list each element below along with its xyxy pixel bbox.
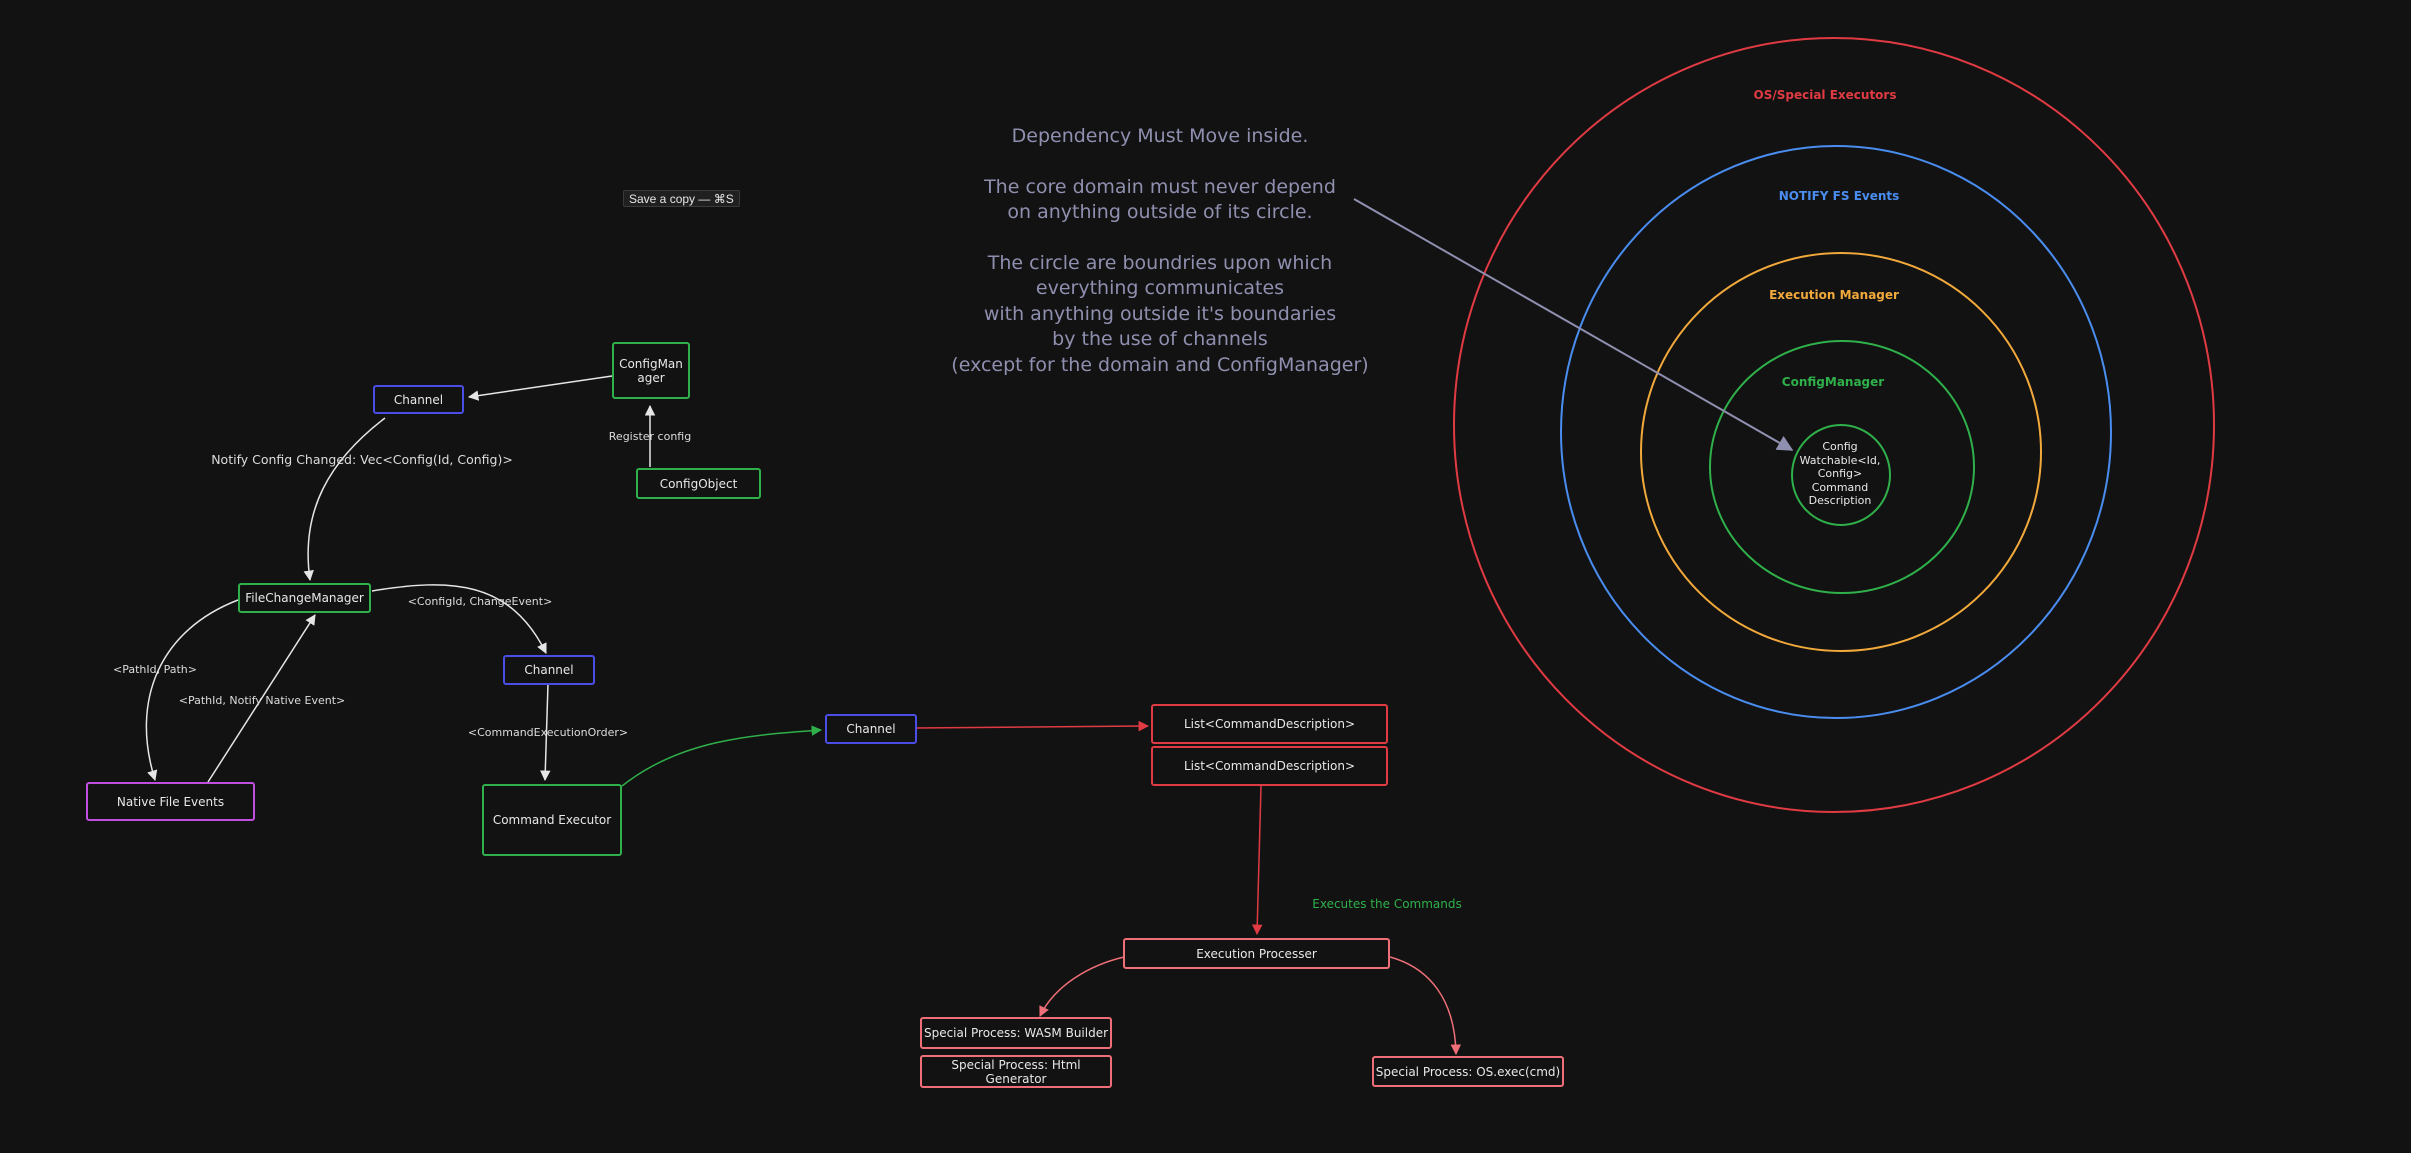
node-list-command-description-1[interactable]: List<CommandDescription> [1151,704,1388,744]
node-special-html-generator[interactable]: Special Process: Html Generator [920,1055,1112,1088]
node-native-file-events[interactable]: Native File Events [86,782,255,821]
node-special-os-exec[interactable]: Special Process: OS.exec(cmd) [1372,1056,1564,1087]
arrow-fcm-to-native [145,599,239,782]
arrow-executor-to-channel [621,725,823,787]
arrow-fcm-to-channel [371,584,547,654]
save-copy-button[interactable]: Save a copy — ⌘S [623,190,740,207]
label-pathid-path: <PathId, Path> [113,663,197,676]
node-config-manager[interactable]: ConfigMan ager [612,342,690,399]
arrow-list-to-processer [1252,785,1263,936]
ring-label-execution-manager: Execution Manager [1769,288,1899,302]
note-arrow [1353,198,1794,451]
label-notify-config-changed: Notify Config Changed: Vec<Config(Id, Co… [211,452,513,467]
node-channel-top[interactable]: Channel [373,385,464,414]
arrow-native-to-fcm [207,614,316,783]
ring-label-notify-fs: NOTIFY FS Events [1778,189,1900,203]
node-channel-right[interactable]: Channel [825,714,917,744]
arrow-processer-to-wasm [1039,956,1125,1017]
node-command-executor[interactable]: Command Executor [482,784,622,856]
arrow-channel-to-filechangemanager [303,417,386,582]
label-configid-change-event: <ConfigId, ChangeEvent> [407,595,553,608]
arrow-processer-to-os [1389,956,1462,1056]
ring-execution-manager [1640,252,2042,652]
node-config-object[interactable]: ConfigObject [636,468,761,499]
arrow-channel-to-list [915,720,1150,732]
ring-label-config-manager: ConfigManager [1781,375,1885,389]
ring-os-executors [1453,37,2215,813]
core-domain-text: Config Watchable<Id, Config> Command Des… [1799,440,1881,507]
ring-core-domain [1791,424,1891,526]
label-executes-the-commands: Executes the Commands [1312,897,1462,911]
node-file-change-manager[interactable]: FileChangeManager [238,583,371,613]
label-command-execution-order: <CommandExecutionOrder> [467,726,629,739]
label-register-config: Register config [608,430,692,443]
note-paragraph-2: The core domain must never depend on any… [984,175,1336,224]
ring-config-manager [1709,340,1975,594]
label-pathid-notify-native-event: <PathId, Notify Native Event> [178,694,346,707]
arrow-configmanager-to-channel [467,375,613,401]
node-channel-mid[interactable]: Channel [503,655,595,685]
node-execution-processer[interactable]: Execution Processer [1123,938,1390,969]
note-paragraph-3: The circle are boundries upon which ever… [951,251,1369,376]
arrow-channel-to-executor [540,683,551,782]
node-list-command-description-2[interactable]: List<CommandDescription> [1151,746,1388,786]
note-paragraph-1: Dependency Must Move inside. [1011,125,1309,147]
ring-notify-fs [1560,145,2112,719]
node-special-wasm-builder[interactable]: Special Process: WASM Builder [920,1017,1112,1049]
dependency-note: Dependency Must Move inside. The core do… [930,124,1390,403]
ring-label-os-executors: OS/Special Executors [1753,88,1897,102]
